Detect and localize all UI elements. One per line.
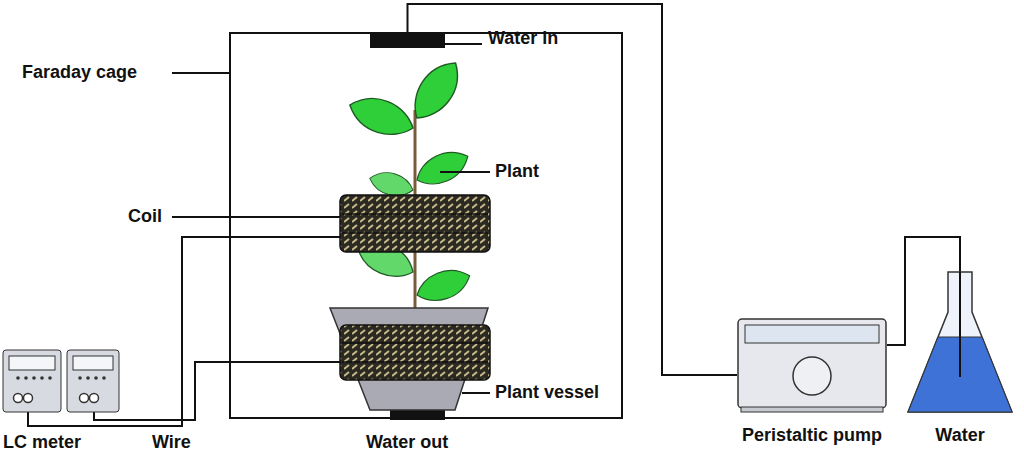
pump-drawing (737, 318, 887, 413)
water-flask: Water (904, 272, 1016, 417)
part-label: Plant (495, 161, 539, 182)
node-label: Water in (488, 28, 558, 49)
coil (340, 195, 490, 380)
lc-meter (3, 350, 119, 412)
flask-drawing (904, 272, 1016, 417)
plant-leaves (344, 54, 474, 308)
leader-lines (172, 44, 490, 393)
inlet-port: Water in (370, 33, 445, 48)
pump-device: Peristaltic pump (737, 318, 887, 413)
part-label: Water out (366, 432, 448, 453)
tube-connector (408, 4, 738, 375)
node-label: Water (935, 425, 984, 446)
part-label: Wire (152, 432, 191, 453)
part-label: LC meter (3, 432, 81, 453)
part-label: Faraday cage (22, 62, 137, 83)
part-label: Coil (128, 206, 162, 227)
faraday-cage (230, 33, 622, 418)
node-label: Peristaltic pump (742, 425, 882, 446)
wire (28, 237, 340, 426)
part-label: Plant vessel (495, 382, 599, 403)
